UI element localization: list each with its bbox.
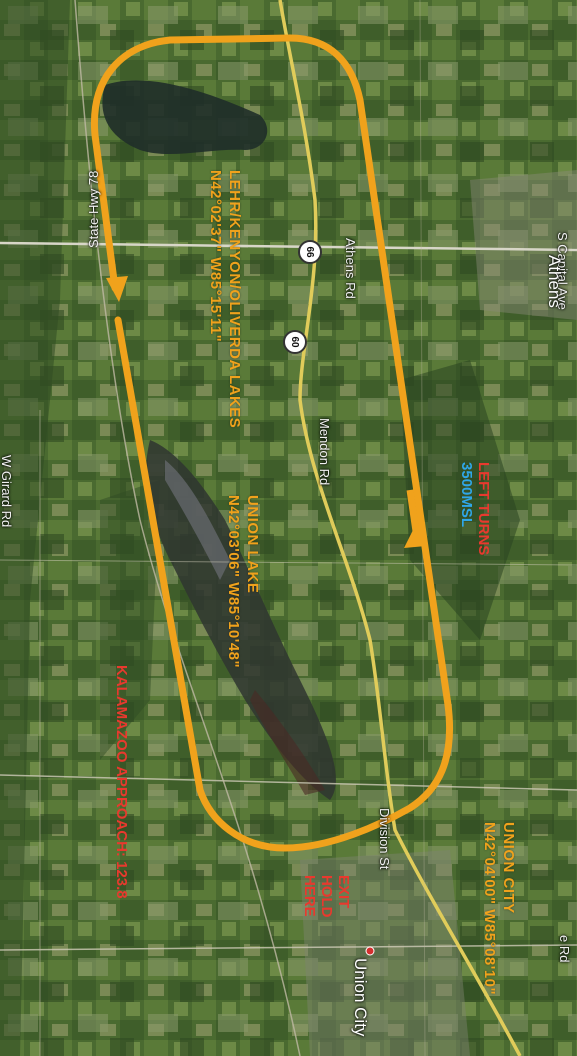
exit-hold-here: EXIT HOLD HERE xyxy=(301,875,352,918)
waypoint-union-city: UNION CITY N42°04'00" W85°08'10" xyxy=(480,822,518,995)
union-city-pin xyxy=(365,946,375,956)
exit-line: HERE xyxy=(301,875,318,917)
pattern-arrow-up xyxy=(404,522,426,548)
waypoint-coords: N42°03'06" W85°10'48" xyxy=(225,495,242,669)
waypoint-lehr-kenyon-oliverda: LEHR/KENYON/OLIVERDA LAKES N42°02'37" W8… xyxy=(206,170,244,428)
route-shield-60: 60 xyxy=(283,330,307,354)
waypoint-name: UNION LAKE xyxy=(244,495,261,594)
road-label-mendon-rd: Mendon Rd xyxy=(317,418,332,486)
pattern-info: LEFT TURNS 3500MSL xyxy=(458,462,492,555)
waypoint-name: LEHR/KENYON/OLIVERDA LAKES xyxy=(226,170,243,429)
town-union-city: Union City xyxy=(351,958,370,1037)
holding-pattern xyxy=(90,34,454,852)
pattern-arrow-down xyxy=(106,276,128,302)
road-label-division-st: Division St xyxy=(377,808,392,870)
exit-line: EXIT xyxy=(335,875,352,909)
pattern-turns: LEFT TURNS xyxy=(475,462,492,556)
waypoint-coords: N42°04'00" W85°08'10" xyxy=(481,822,498,996)
route-shield-66: 66 xyxy=(298,240,322,264)
approach-frequency: KALAMAZOO APPROACH: 123.8 xyxy=(113,665,130,899)
town-athens: Athens xyxy=(545,255,564,308)
road-label-state-hwy: State Hwy 78 xyxy=(86,170,101,248)
pattern-altitude: 3500MSL xyxy=(458,462,475,528)
road-label-athens-rd: Athens Rd xyxy=(343,238,358,299)
exit-line: HOLD xyxy=(318,875,335,918)
waypoint-union-lake: UNION LAKE N42°03'06" W85°10'48" xyxy=(224,495,262,668)
waypoint-name: UNION CITY xyxy=(500,822,517,914)
waypoint-coords: N42°02'37" W85°15'11" xyxy=(207,170,224,343)
road-label-left-edge: W Girard Rd xyxy=(0,455,14,528)
road-label-right-edge: e Rd xyxy=(557,935,572,963)
